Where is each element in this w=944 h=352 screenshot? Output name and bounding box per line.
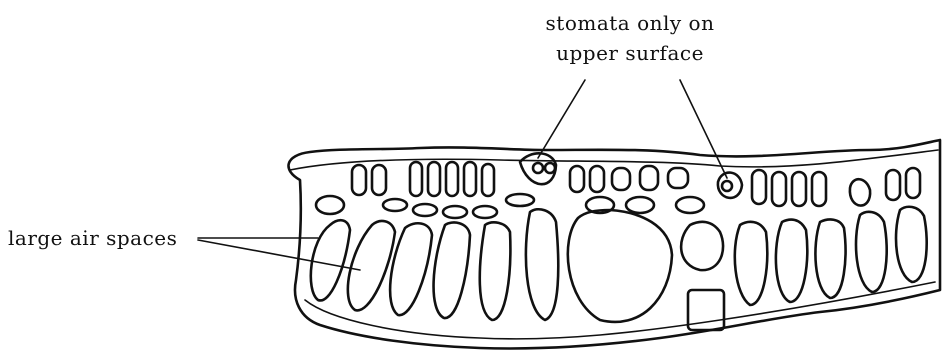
leader-lines — [198, 80, 727, 270]
spongy-cells — [316, 194, 704, 218]
palisade-cells — [352, 162, 920, 206]
stoma-3 — [850, 179, 870, 205]
air-spaces-leader-2 — [198, 240, 360, 270]
stomata-leader-1 — [538, 80, 585, 158]
